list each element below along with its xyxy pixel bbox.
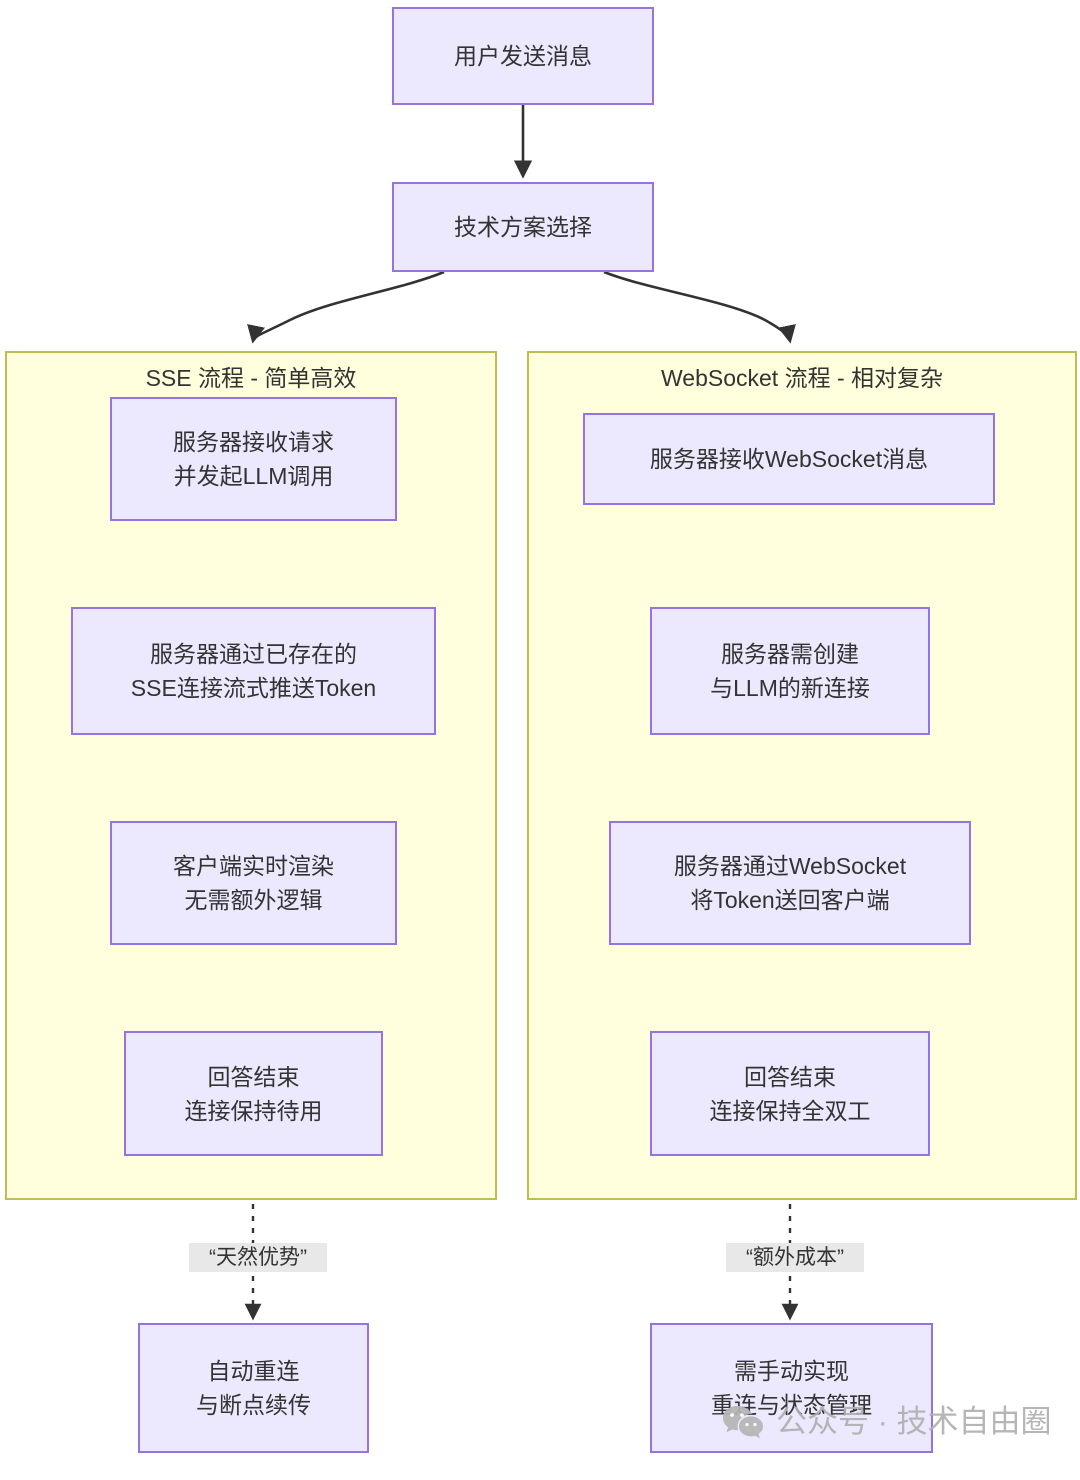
node-ws-step-1[interactable]: 服务器接收WebSocket消息 [583, 413, 995, 505]
wechat-icon [722, 1404, 764, 1440]
node-sse-step-1-line2: 并发起LLM调用 [173, 463, 334, 489]
node-sse-step-2[interactable]: 服务器通过已存在的 SSE连接流式推送Token [71, 607, 436, 735]
node-sse-step-4-line1: 回答结束 [207, 1063, 300, 1090]
node-user-send-message[interactable]: 用户发送消息 [392, 7, 654, 105]
node-ws-step-3-line1: 服务器通过WebSocket [673, 853, 907, 879]
node-ws-step-2-line2: 与LLM的新连接 [710, 675, 870, 701]
node-sse-step-1-line1: 服务器接收请求 [173, 429, 334, 455]
node-tech-choice-label: 技术方案选择 [454, 214, 592, 240]
node-ws-step-3-line2: 将Token送回客户端 [690, 887, 890, 913]
node-user-send-message-label: 用户发送消息 [454, 43, 592, 69]
node-sse-step-3-line2: 无需额外逻辑 [184, 887, 323, 913]
node-ws-step-2-line1: 服务器需创建 [721, 641, 859, 667]
node-sse-step-3[interactable]: 客户端实时渲染 无需额外逻辑 [110, 821, 397, 945]
watermark-text: 公众号 · 技术自由圈 [776, 1404, 1052, 1439]
edge-decision-to-sse [247, 270, 445, 344]
node-ws-outcome-line1: 需手动实现 [734, 1358, 849, 1384]
node-sse-step-1[interactable]: 服务器接收请求 并发起LLM调用 [110, 397, 397, 521]
node-ws-step-2[interactable]: 服务器需创建 与LLM的新连接 [650, 607, 930, 735]
node-sse-step-3-line1: 客户端实时渲染 [173, 853, 334, 879]
node-ws-outcome[interactable]: 需手动实现 重连与状态管理 [650, 1323, 933, 1453]
node-sse-step-4[interactable]: 回答结束 连接保持待用 [124, 1031, 383, 1156]
edge-label-ws-outcome: “额外成本” [726, 1243, 864, 1272]
node-sse-outcome-line2: 与断点续传 [196, 1392, 311, 1418]
watermark: 公众号 · 技术自由圈 [722, 1404, 1052, 1440]
node-ws-step-4-line1: 回答结束 [744, 1063, 836, 1090]
node-sse-step-4-line2: 连接保持待用 [184, 1097, 323, 1124]
edge-decision-to-websocket [603, 270, 796, 344]
node-sse-step-2-line1: 服务器通过已存在的 [150, 641, 357, 667]
node-tech-选择[interactable]: 技术方案选择 [392, 182, 654, 272]
node-sse-step-2-line2: SSE连接流式推送Token [130, 675, 377, 701]
subgraph-websocket-title: WebSocket 流程 - 相对复杂 [660, 365, 944, 391]
node-ws-step-1-line1: 服务器接收WebSocket消息 [649, 446, 929, 472]
node-ws-step-4[interactable]: 回答结束 连接保持全双工 [650, 1031, 930, 1156]
subgraph-sse-title: SSE 流程 - 简单高效 [145, 365, 357, 391]
edge-label-sse-outcome: “天然优势” [189, 1243, 327, 1272]
node-sse-outcome[interactable]: 自动重连 与断点续传 [138, 1323, 369, 1453]
node-sse-outcome-line1: 自动重连 [207, 1358, 300, 1384]
node-ws-step-4-line2: 连接保持全双工 [709, 1097, 871, 1124]
node-ws-step-3[interactable]: 服务器通过WebSocket 将Token送回客户端 [609, 821, 971, 945]
